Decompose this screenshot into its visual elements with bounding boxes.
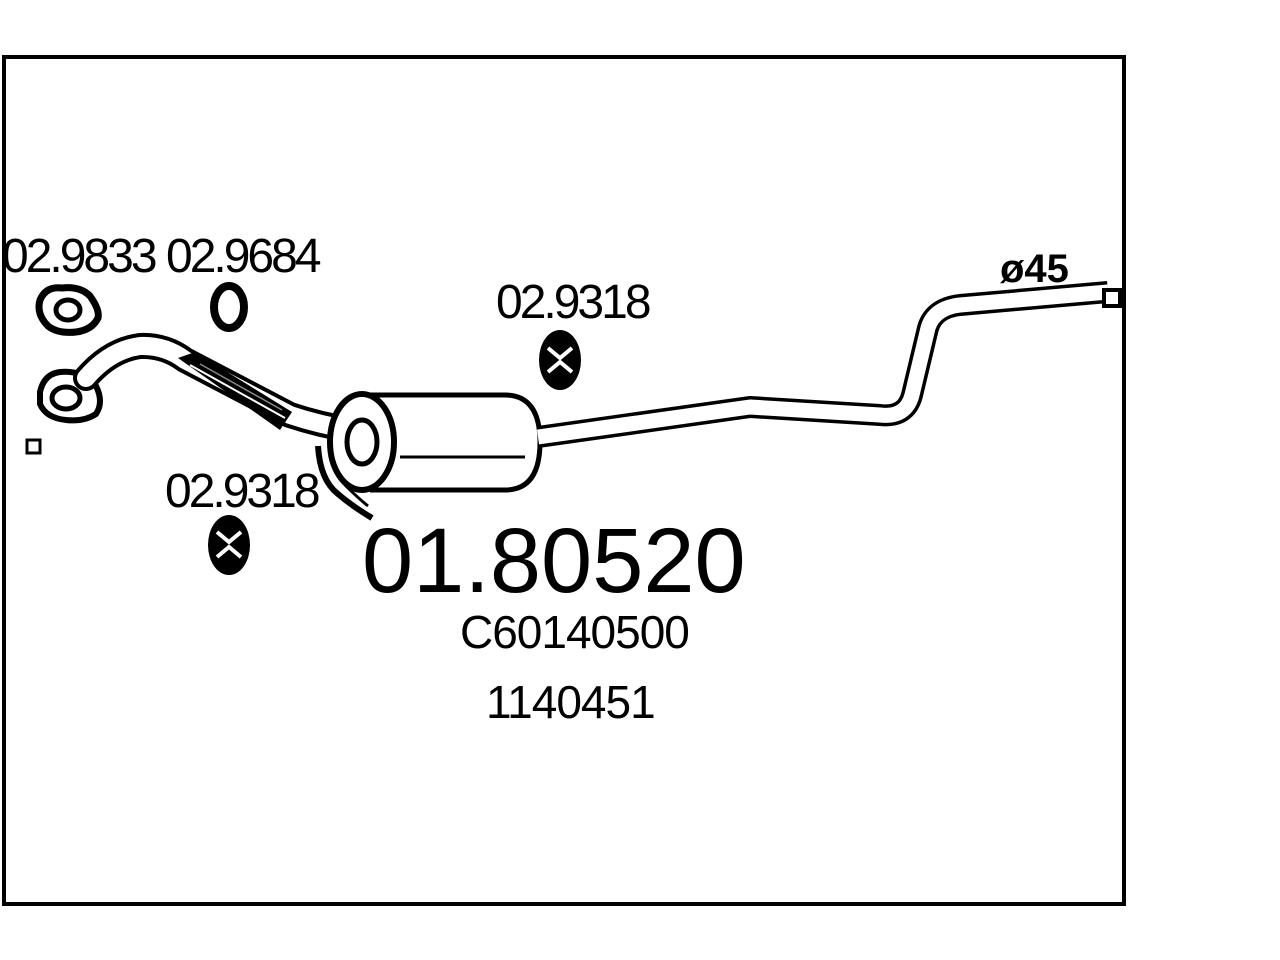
- label-ring-gasket-02-9684: 02.9684: [166, 230, 321, 283]
- rubber-mount-lower-icon: [208, 515, 250, 575]
- main-part-number: 01.80520: [362, 510, 746, 612]
- pipe-diameter-label: ø45: [1000, 247, 1069, 291]
- rubber-mount-upper-icon: [539, 330, 581, 390]
- reference-number-2: 1140451: [486, 676, 655, 728]
- front-pipe: [73, 332, 365, 443]
- hanger-bracket: [315, 445, 374, 521]
- label-rubber-mount-upper: 02.9318: [496, 276, 650, 329]
- muffler-body: [327, 391, 543, 493]
- diagram-border: [2, 55, 1126, 906]
- flexible-bellows: [178, 352, 292, 430]
- reference-number-1: C60140500: [460, 606, 689, 658]
- square-marker-icon: [25, 438, 42, 455]
- label-rubber-mount-lower: 02.9318: [165, 465, 319, 518]
- flange-gasket-icon: [35, 284, 102, 336]
- label-gasket-02-9833: 02.9833: [2, 230, 156, 283]
- ring-gasket-icon: [210, 282, 248, 332]
- rear-pipe: [536, 281, 1122, 448]
